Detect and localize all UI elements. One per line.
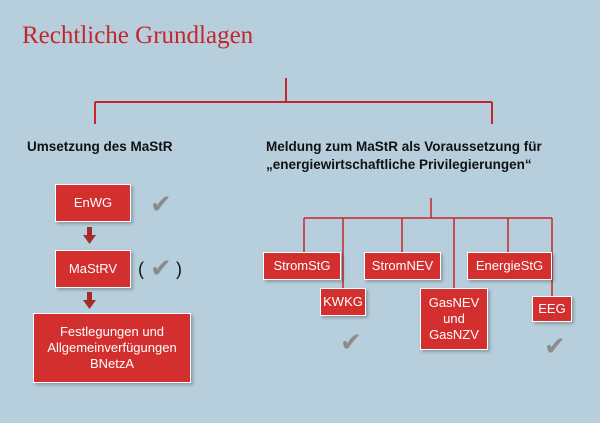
box-enwg-label: EnWG (73, 195, 113, 210)
box-stromstg-label: StromStG (273, 258, 331, 273)
right-heading-line1: Meldung zum MaStR als Voraussetzung für (266, 139, 542, 154)
check-icon: ✔ (150, 190, 172, 220)
box-kwkg-label: KWKG (323, 294, 363, 309)
box-gasnev-gasnzv: GasNEV und GasNZV (420, 288, 488, 350)
down-arrow-icon (83, 292, 96, 309)
page-title: Rechtliche Grundlagen (22, 22, 254, 49)
paren-close: ) (176, 259, 182, 279)
box-eeg-label: EEG (538, 301, 566, 316)
box-stromnev-label: StromNEV (371, 258, 434, 273)
box-mastrv-label: MaStRV (68, 261, 118, 276)
box-eeg: EEG (532, 296, 572, 322)
box-stromnev: StromNEV (364, 252, 441, 280)
right-heading-line2: „energiewirtschaftliche Privilegierungen… (266, 157, 532, 172)
box-enwg: EnWG (55, 184, 131, 222)
box-festlegungen: Festlegungen und Allgemeinverfügungen BN… (33, 313, 191, 383)
paren-open: ( (138, 259, 144, 279)
box-energiestg: EnergieStG (467, 252, 552, 280)
check-icon: ✔ (150, 254, 172, 284)
check-icon: ✔ (340, 328, 362, 358)
check-icon: ✔ (544, 332, 566, 362)
box-energiestg-label: EnergieStG (475, 258, 544, 273)
box-mastrv: MaStRV (55, 250, 131, 288)
left-heading: Umsetzung des MaStR (27, 139, 173, 154)
box-stromstg: StromStG (263, 252, 341, 280)
box-gasnev-label: GasNEV und GasNZV (428, 295, 480, 342)
box-kwkg: KWKG (320, 288, 366, 316)
down-arrow-icon (83, 227, 96, 244)
box-festlegungen-label: Festlegungen und Allgemeinverfügungen BN… (47, 324, 177, 371)
